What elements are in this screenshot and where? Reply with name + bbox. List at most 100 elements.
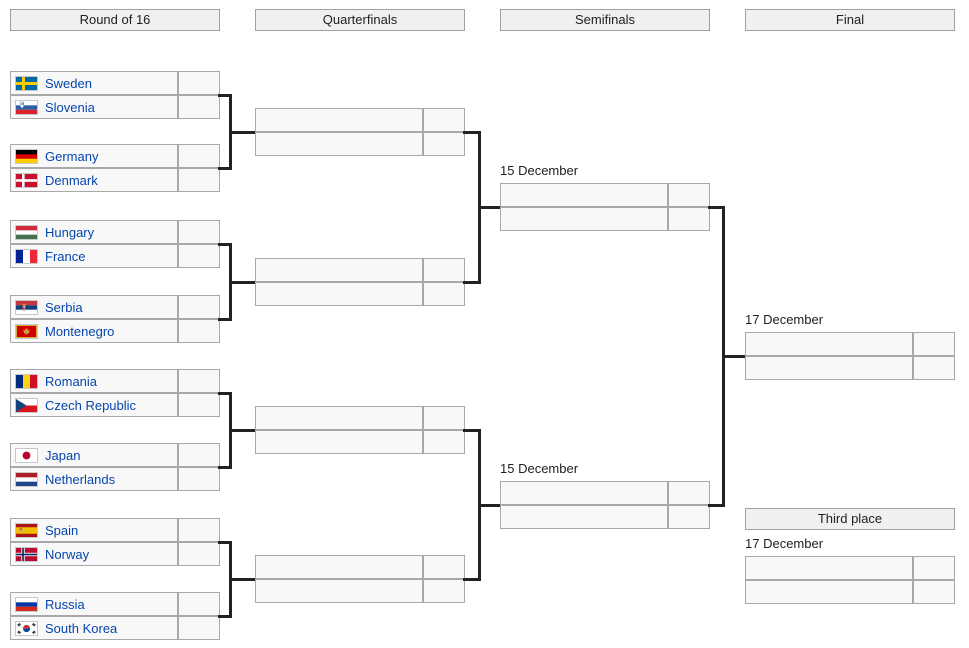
r16-match-6: Japan Netherlands bbox=[10, 443, 220, 491]
hungary-flag-icon bbox=[15, 224, 38, 240]
team-link-hungary[interactable]: Hungary bbox=[45, 224, 95, 240]
bracket-connector bbox=[218, 167, 232, 170]
r16-match-2: Germany Denmark bbox=[10, 144, 220, 192]
team-row bbox=[256, 281, 464, 305]
denmark-flag-icon bbox=[15, 172, 38, 188]
qf-match-1 bbox=[255, 108, 465, 156]
bracket-connector bbox=[722, 355, 745, 358]
score-cell bbox=[422, 133, 464, 155]
team-link-norway[interactable]: Norway bbox=[45, 546, 90, 562]
team-link-sweden[interactable]: Sweden bbox=[45, 75, 92, 91]
score-cell bbox=[177, 468, 219, 490]
team-link-serbia[interactable]: Serbia bbox=[45, 299, 83, 315]
score-cell bbox=[177, 96, 219, 118]
team-link-france[interactable]: France bbox=[45, 248, 86, 264]
third-place-date: 17 December bbox=[745, 536, 824, 551]
team-row: Germany bbox=[11, 145, 219, 167]
score-cell bbox=[177, 593, 219, 615]
r16-match-4: Serbia Montenegro bbox=[10, 295, 220, 343]
team-link-spain[interactable]: Spain bbox=[45, 522, 79, 538]
bracket-connector bbox=[229, 131, 255, 134]
bracket-connector bbox=[463, 578, 481, 581]
bracket-connector bbox=[218, 318, 232, 321]
team-row bbox=[256, 259, 464, 281]
qf-match-3 bbox=[255, 406, 465, 454]
score-cell bbox=[177, 394, 219, 416]
score-cell bbox=[177, 221, 219, 243]
score-cell bbox=[177, 145, 219, 167]
russia-flag-icon bbox=[15, 596, 38, 612]
team-row bbox=[256, 109, 464, 131]
team-row bbox=[501, 184, 709, 206]
team-row: Spain bbox=[11, 519, 219, 541]
score-cell bbox=[422, 283, 464, 305]
team-row: Sweden bbox=[11, 72, 219, 94]
team-link-south-korea[interactable]: South Korea bbox=[45, 620, 118, 636]
team-row bbox=[501, 482, 709, 504]
bracket-connector bbox=[218, 541, 232, 544]
bracket-connector bbox=[463, 281, 481, 284]
header-quarterfinals: Quarterfinals bbox=[255, 9, 465, 31]
team-row bbox=[256, 131, 464, 155]
team-link-russia[interactable]: Russia bbox=[45, 596, 85, 612]
final-match bbox=[745, 332, 955, 380]
score-cell bbox=[177, 72, 219, 94]
header-third-place: Third place bbox=[745, 508, 955, 530]
score-cell bbox=[912, 581, 954, 603]
netherlands-flag-icon bbox=[15, 471, 38, 487]
team-row: Russia bbox=[11, 593, 219, 615]
serbia-flag-icon bbox=[15, 299, 38, 315]
france-flag-icon bbox=[15, 248, 38, 264]
norway-flag-icon bbox=[15, 546, 38, 562]
score-cell bbox=[177, 444, 219, 466]
sf-match-1 bbox=[500, 183, 710, 231]
team-row: Montenegro bbox=[11, 318, 219, 342]
r16-match-3: Hungary France bbox=[10, 220, 220, 268]
sweden-flag-icon bbox=[15, 75, 38, 91]
team-row: Czech Republic bbox=[11, 392, 219, 416]
bracket-connector bbox=[463, 429, 481, 432]
final-date: 17 December bbox=[745, 312, 824, 327]
score-cell bbox=[422, 259, 464, 281]
team-row bbox=[501, 504, 709, 528]
team-link-japan[interactable]: Japan bbox=[45, 447, 81, 463]
score-cell bbox=[422, 109, 464, 131]
team-row: Denmark bbox=[11, 167, 219, 191]
score-cell bbox=[177, 543, 219, 565]
bracket-connector bbox=[218, 466, 232, 469]
third-place-match bbox=[745, 556, 955, 604]
team-link-montenegro[interactable]: Montenegro bbox=[45, 323, 115, 339]
czech-republic-flag-icon bbox=[15, 397, 38, 413]
team-link-netherlands[interactable]: Netherlands bbox=[45, 471, 116, 487]
team-row: Norway bbox=[11, 541, 219, 565]
bracket-connector bbox=[229, 281, 255, 284]
team-row: Romania bbox=[11, 370, 219, 392]
germany-flag-icon bbox=[15, 148, 38, 164]
r16-match-1: Sweden Slovenia bbox=[10, 71, 220, 119]
team-row bbox=[256, 407, 464, 429]
bracket-connector bbox=[463, 131, 481, 134]
r16-match-8: Russia South Korea bbox=[10, 592, 220, 640]
semifinal-1-date: 15 December bbox=[500, 163, 579, 178]
score-cell bbox=[177, 320, 219, 342]
team-row: Serbia bbox=[11, 296, 219, 318]
bracket-connector bbox=[229, 429, 255, 432]
qf-match-2 bbox=[255, 258, 465, 306]
slovenia-flag-icon bbox=[15, 99, 38, 115]
team-link-czech-republic[interactable]: Czech Republic bbox=[45, 397, 137, 413]
team-row: Netherlands bbox=[11, 466, 219, 490]
team-link-denmark[interactable]: Denmark bbox=[45, 172, 98, 188]
score-cell bbox=[667, 506, 709, 528]
bracket-connector bbox=[229, 578, 255, 581]
qf-match-4 bbox=[255, 555, 465, 603]
score-cell bbox=[422, 407, 464, 429]
team-row bbox=[501, 206, 709, 230]
japan-flag-icon bbox=[15, 447, 38, 463]
team-link-germany[interactable]: Germany bbox=[45, 148, 99, 164]
team-link-romania[interactable]: Romania bbox=[45, 373, 98, 389]
team-row bbox=[746, 557, 954, 579]
score-cell bbox=[667, 208, 709, 230]
bracket-connector bbox=[478, 206, 500, 209]
team-link-slovenia[interactable]: Slovenia bbox=[45, 99, 95, 115]
